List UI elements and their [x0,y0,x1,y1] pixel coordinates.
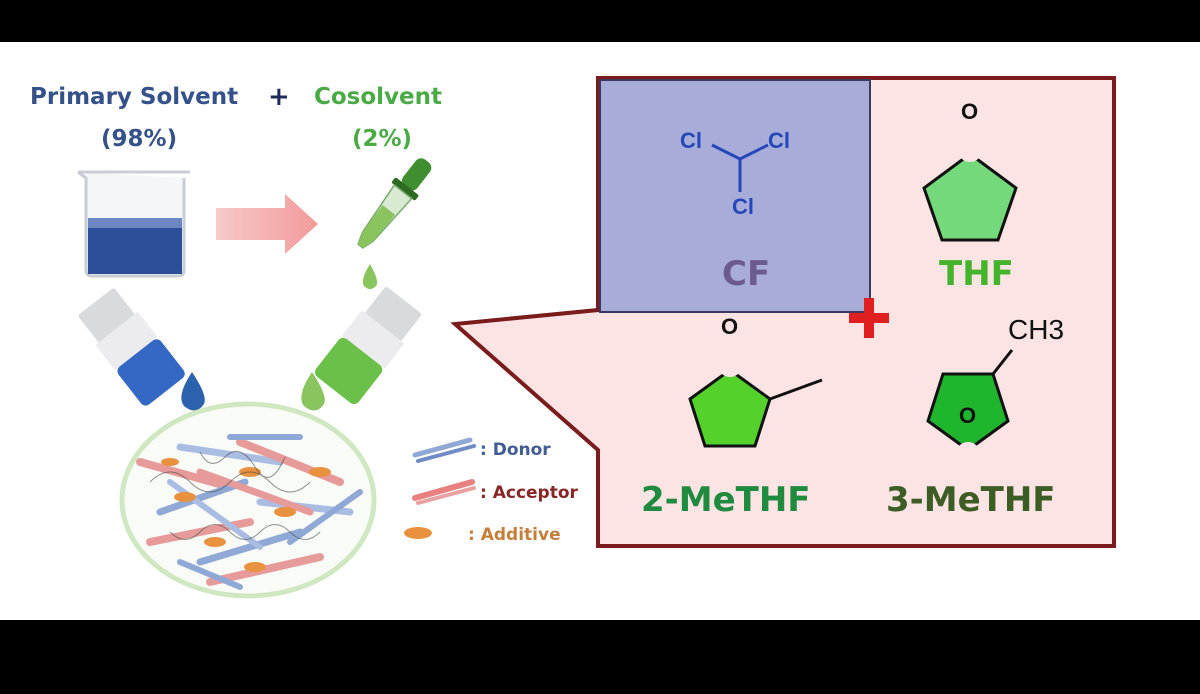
cosolvent-percent: (2%) [352,126,413,152]
diagram-canvas: Primary Solvent (98%) + Cosolvent (2%) :… [0,42,1200,620]
diagram-graphics [77,76,1116,599]
3-methf-substituent: CH3 [1008,314,1065,345]
legend-additive-swatch [404,527,432,539]
cosolvent-title: Cosolvent [314,84,443,110]
3-methf-atom-o: O [959,403,977,428]
2-methf-ring [688,353,823,448]
green-drop-icon [301,372,325,411]
thf-ring [922,138,1018,242]
3-methf-label: 3-MeTHF [886,480,1056,520]
thf-label: THF [939,254,1014,294]
green-drop-small [362,264,378,289]
green-vial-icon [314,287,421,405]
3-methf-ring [926,349,1014,466]
cf-highlight-box [599,79,871,313]
beaker-icon [77,170,190,278]
thf-atom-o: O [961,99,979,124]
2-methf-atom-o: O [721,314,739,339]
plus-sign: + [268,82,290,112]
cf-atom-cl-left: Cl [680,128,702,153]
bottom-black-bar [0,620,1200,694]
red-cross-icon [849,298,889,338]
primary-solvent-percent: (98%) [101,126,178,152]
arrow-icon [216,194,318,254]
cf-label: CF [722,254,771,294]
blue-vial-icon [78,288,185,406]
legend-additive-label: : Additive [468,525,561,545]
legend-donor-swatch [412,437,476,463]
primary-solvent-title: Primary Solvent [30,84,239,110]
legend-acceptor-swatch [412,479,476,505]
blend-morphology [119,401,377,599]
blue-drop-icon [181,372,205,411]
cf-atom-cl-right: Cl [768,128,790,153]
dropper-icon [357,158,432,249]
legend-donor-label: : Donor [480,440,551,460]
2-methf-label: 2-MeTHF [641,480,811,520]
legend-acceptor-label: : Acceptor [480,483,578,503]
cf-atom-cl-bottom: Cl [732,194,754,219]
top-black-bar [0,0,1200,42]
chloroform-bonds [711,143,769,192]
